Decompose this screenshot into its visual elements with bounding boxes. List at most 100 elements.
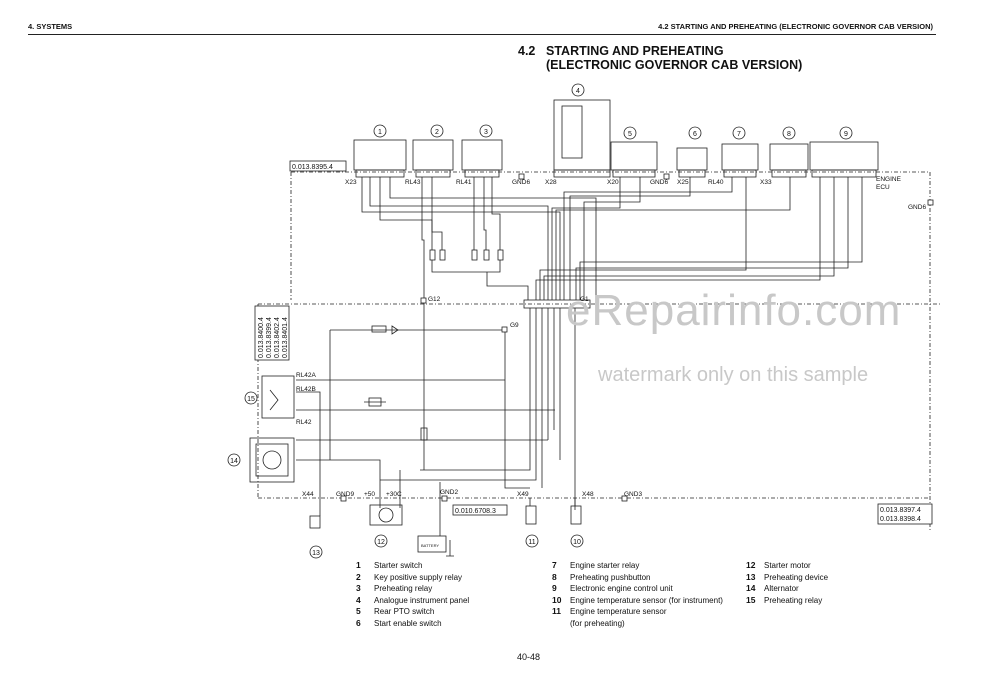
ref-right-1: 0.013.8397.4	[880, 507, 921, 514]
label-g1: G1	[580, 296, 589, 303]
label-plus50: +50	[364, 491, 375, 498]
label-rl40: RL40	[708, 179, 724, 186]
callout-3: 3	[484, 129, 488, 136]
component-8-box	[769, 143, 809, 171]
label-x44: X44	[302, 491, 314, 498]
connector-ecu	[811, 169, 877, 178]
label-engine: ENGINE	[876, 176, 902, 183]
callout-15: 15	[247, 396, 255, 403]
ref-left-2: 0.013.8399.4	[266, 317, 273, 358]
label-x48: X48	[582, 491, 594, 498]
connector-rl41	[464, 169, 500, 178]
connector-x23	[355, 169, 405, 178]
title-number: 4.2	[518, 44, 536, 58]
ref-left-1: 0.013.8400.4	[258, 317, 265, 358]
connector-x33	[771, 169, 807, 178]
component-13-body	[309, 515, 321, 529]
resistor-rl42b	[368, 397, 382, 407]
label-gnd3: GND3	[624, 491, 642, 498]
fuse-4	[483, 249, 490, 261]
callout-4: 4	[576, 88, 580, 95]
component-6-box	[676, 147, 708, 171]
component-10-body	[570, 505, 582, 525]
component-12-box	[369, 504, 403, 526]
header-section: 4. SYSTEMS	[28, 22, 73, 31]
label-x49: X49	[517, 491, 529, 498]
label-gnd2: GND2	[440, 489, 458, 496]
battery-box	[417, 535, 447, 553]
ref-top: 0.013.8395.4	[292, 164, 333, 171]
component-2-box	[412, 139, 454, 171]
component-14-box	[249, 437, 295, 483]
fuse-3	[471, 249, 478, 261]
component-3-box	[461, 139, 503, 171]
label-gnd6-b: GND6	[650, 179, 668, 186]
label-gnd6-c: GND6	[908, 204, 926, 211]
diode-resistor	[371, 325, 387, 333]
callout-5: 5	[628, 131, 632, 138]
page-number: 40-48	[517, 652, 541, 662]
connector-rl43	[415, 169, 451, 178]
label-rl42b: RL42B	[296, 386, 316, 393]
fuse-p	[420, 427, 428, 441]
callout-11: 11	[528, 539, 535, 546]
component-7-box	[721, 143, 759, 171]
label-ecu: ECU	[876, 184, 890, 191]
label-g9: G9	[510, 322, 519, 329]
ref-right-2: 0.013.8398.4	[880, 516, 921, 523]
connector-x28	[553, 169, 611, 178]
component-1-box	[353, 139, 407, 171]
label-rl42: RL42	[296, 419, 312, 426]
title-line2: (ELECTRONIC GOVERNOR CAB VERSION)	[546, 58, 803, 72]
component-11-body	[525, 505, 537, 525]
ref-bottom: 0.010.6708.3	[455, 508, 496, 515]
label-plus30c: +30C	[386, 491, 402, 498]
callout-10: 10	[573, 539, 581, 546]
ref-left-4: 0.013.8401.4	[282, 317, 289, 358]
label-rl43: RL43	[405, 179, 421, 186]
label-x28: X28	[545, 179, 557, 186]
fuse-2	[439, 249, 446, 261]
label-rl41: RL41	[456, 179, 472, 186]
connector-x20	[612, 169, 656, 178]
callout-8: 8	[787, 131, 791, 138]
watermark-domain: eRepairinfo.com	[566, 286, 902, 335]
label-g12: G12	[428, 296, 441, 303]
label-x25: X25	[677, 179, 689, 186]
watermark-notice: watermark only on this sample	[598, 364, 869, 386]
callout-13: 13	[312, 550, 320, 557]
header-rule	[28, 34, 936, 35]
component-5-box	[610, 141, 658, 171]
label-battery: BATTERY	[421, 543, 439, 548]
fuse-5	[497, 249, 504, 261]
connector-x25	[678, 169, 706, 178]
component-15-box	[261, 375, 295, 419]
callout-1: 1	[378, 129, 382, 136]
header-chapter: 4.2 STARTING AND PREHEATING (ELECTRONIC …	[658, 22, 933, 31]
connector-rl40	[723, 169, 757, 178]
component-9-box	[809, 141, 879, 171]
label-rl42a: RL42A	[296, 372, 317, 379]
label-gnd9: GND9	[336, 491, 354, 498]
label-gnd6-a: GND6	[512, 179, 530, 186]
splice-g1	[523, 299, 591, 309]
